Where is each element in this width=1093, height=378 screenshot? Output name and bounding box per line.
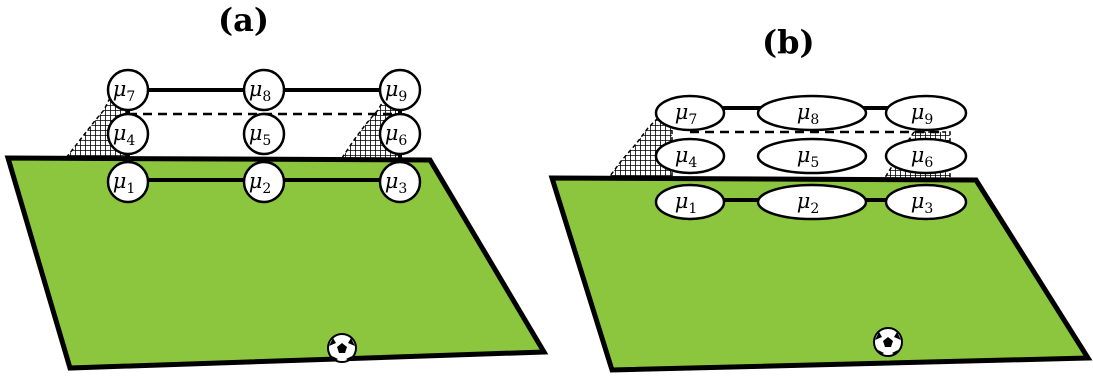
node-mu-6: μ6 [378, 112, 422, 156]
node-mu-5: μ5 [756, 137, 868, 175]
node-label: μ1 [113, 169, 136, 197]
node-label: μ7 [113, 77, 136, 105]
node-mu-5: μ5 [242, 112, 286, 156]
node-mu-1: μ1 [654, 183, 726, 221]
node-mu-1: μ1 [106, 160, 150, 204]
node-label: μ5 [797, 143, 820, 171]
node-mu-2: μ2 [756, 183, 868, 221]
node-label: μ8 [249, 77, 272, 105]
node-shape [378, 160, 422, 204]
panel-label-a: (a) [218, 1, 270, 39]
node-label: μ2 [797, 189, 820, 217]
node-shape [884, 137, 968, 175]
node-mu-3: μ3 [378, 160, 422, 204]
node-label: μ4 [675, 143, 698, 171]
node-shape [756, 94, 868, 132]
node-mu-4: μ4 [106, 112, 150, 156]
node-shape [378, 68, 422, 112]
node-label: μ2 [249, 169, 272, 197]
node-shape [106, 160, 150, 204]
node-shape [242, 68, 286, 112]
node-label: μ1 [675, 189, 698, 217]
panel-label-b: (b) [762, 23, 815, 61]
node-mu-8: μ8 [242, 68, 286, 112]
soccer-ball-icon [327, 333, 357, 363]
node-shape [106, 68, 150, 112]
soccer-field [548, 175, 1093, 373]
node-mu-9: μ9 [378, 68, 422, 112]
soccer-field [4, 155, 549, 371]
node-label: μ5 [249, 121, 272, 149]
node-shape [242, 112, 286, 156]
node-mu-7: μ7 [654, 94, 726, 132]
node-label: μ6 [385, 121, 408, 149]
node-mu-3: μ3 [884, 183, 968, 221]
node-shape [756, 137, 868, 175]
node-shape [756, 183, 868, 221]
node-mu-6: μ6 [884, 137, 968, 175]
node-label: μ8 [797, 100, 820, 128]
node-label: μ3 [911, 189, 934, 217]
node-mu-4: μ4 [654, 137, 726, 175]
node-label: μ3 [385, 169, 408, 197]
node-shape [242, 160, 286, 204]
soccer-ball-icon [873, 327, 903, 357]
node-mu-2: μ2 [242, 160, 286, 204]
node-label: μ7 [675, 100, 698, 128]
node-shape [884, 94, 968, 132]
node-shape [884, 183, 968, 221]
node-label: μ9 [911, 100, 934, 128]
node-mu-8: μ8 [756, 94, 868, 132]
node-shape [654, 137, 726, 175]
node-mu-9: μ9 [884, 94, 968, 132]
panel-b: μ7 μ8 μ9 μ4 μ5 μ6 μ1 μ2 μ3 [548, 94, 1093, 373]
node-shape [654, 183, 726, 221]
node-label: μ6 [911, 143, 934, 171]
node-shape [654, 94, 726, 132]
node-label: μ4 [113, 121, 136, 149]
node-mu-7: μ7 [106, 68, 150, 112]
node-label: μ9 [385, 77, 408, 105]
node-shape [106, 112, 150, 156]
panel-a: μ7 μ8 μ9 μ4 μ5 μ6 μ1 μ2 μ3 [4, 68, 549, 371]
node-shape [378, 112, 422, 156]
